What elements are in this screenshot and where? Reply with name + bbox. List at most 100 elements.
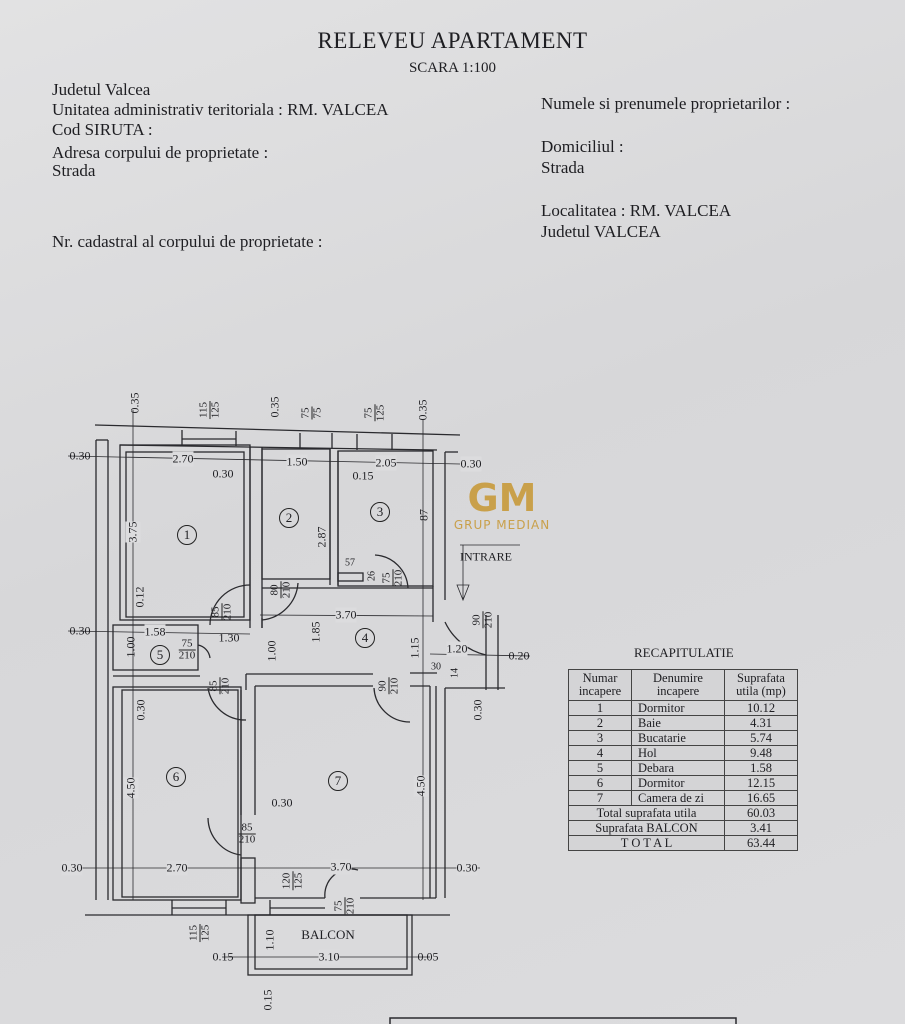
room-number: 6 [166,767,186,787]
room-area-cell: 16.65 [724,790,798,806]
dimension-label: 2.87 [314,526,329,548]
dimension-label: 0.30 [460,456,482,472]
grup-median-logo: GM GRUP MEDIAN [442,478,562,532]
dimension-label: 0.20 [508,648,530,663]
room-number: 5 [150,645,170,665]
room-number-cell: 2 [568,715,632,731]
dimension-label: 1.10 [262,929,277,951]
room-number-cell: 1 [568,700,632,716]
dimension-label: 1.50 [286,454,308,470]
dimension-label: 30 [431,661,441,673]
room-number-cell: 3 [568,730,632,746]
room-name-cell: Dormitor [631,700,725,716]
domicile-county-label: Judetul VALCEA [541,222,661,241]
dimension-label: 4.50 [123,777,139,799]
header-number: Numar incapere [568,669,632,701]
room-area-cell: 4.31 [724,715,798,731]
recap-title: RECAPITULATIE [634,645,734,660]
dimension-label: 0.30 [133,699,148,721]
county-label: Judetul Valcea [52,80,151,99]
dimension-label: 0.15 [352,468,374,483]
total-useful-label: Total suprafata utila [568,805,725,821]
room-number: 2 [279,508,299,528]
grand-total-value: 63.44 [724,835,798,851]
room-name-cell: Debara [631,760,725,776]
room-name-cell: Hol [631,745,725,761]
grand-total-label: T O T A L [568,835,725,851]
room-number: 1 [177,525,197,545]
dimension-label: 3.70 [330,859,352,875]
dimension-label: 1.30 [218,630,240,645]
dimension-label: 0.35 [127,392,142,414]
logo-mark: GM [467,476,537,520]
room-number-cell: 5 [568,760,632,776]
room-area-cell: 10.12 [724,700,798,716]
dimension-label: 2.05 [375,455,397,471]
dimension-label: 1.85 [308,621,323,643]
room-number: 7 [328,771,348,791]
room-name-cell: Baie [631,715,725,731]
dimension-label: 0.12 [132,586,147,608]
street-label: Strada [52,161,96,180]
scale-label: SCARA 1:100 [408,60,497,76]
domicile-label: Domiciliul : [541,137,624,156]
dimension-label: 1.00 [264,640,279,662]
uat-label: Unitatea administrativ teritoriala : RM.… [52,100,389,119]
dimension-label: 0.30 [470,699,485,721]
dimension-label: 0.30 [456,860,478,876]
dimension-label: 2.70 [166,860,188,876]
locality-label: Localitatea : RM. VALCEA [541,201,732,220]
dimension-label: 0.30 [69,448,91,463]
dimension-label: 0.30 [69,623,91,638]
dimension-label: 0.30 [271,795,293,810]
dimension-label: 4.50 [413,775,429,797]
header-area: Suprafata utila (mp) [724,669,798,701]
dimension-label: 0.35 [415,399,430,421]
dimension-label: 57 [345,557,355,569]
dimension-label: 1.15 [407,637,422,659]
dimension-label: 0.05 [417,949,439,964]
dimension-label: 3.75 [125,521,141,543]
room-number: 4 [355,628,375,648]
entrance-label: INTRARE [460,549,512,564]
dimension-label: 1.58 [144,624,166,640]
dimension-label: 3.10 [318,949,340,965]
dimension-label: 87 [416,509,431,521]
room-number-cell: 7 [568,790,632,806]
door-swings [197,554,487,899]
dimension-label: 2.70 [172,451,194,467]
balcony-area-label: Suprafata BALCON [568,820,725,836]
room-number-cell: 4 [568,745,632,761]
room-name-cell: Camera de zi [631,790,725,806]
cadastral-label: Nr. cadastral al corpului de proprietate… [52,232,323,251]
owners-label: Numele si prenumele proprietarilor : [541,94,791,113]
dimension-label: 0.30 [212,466,234,481]
dimension-label: 1.00 [123,636,138,658]
document-title: RELEVEU APARTAMENT [317,28,588,53]
room-number: 3 [370,502,390,522]
dimension-label: 3.70 [335,607,357,623]
dimension-label: 14 [449,668,461,678]
dimension-label: 26 [366,571,378,581]
dimension-label: 0.35 [267,396,282,418]
room-area-cell: 1.58 [724,760,798,776]
domicile-street-label: Strada [541,158,585,177]
